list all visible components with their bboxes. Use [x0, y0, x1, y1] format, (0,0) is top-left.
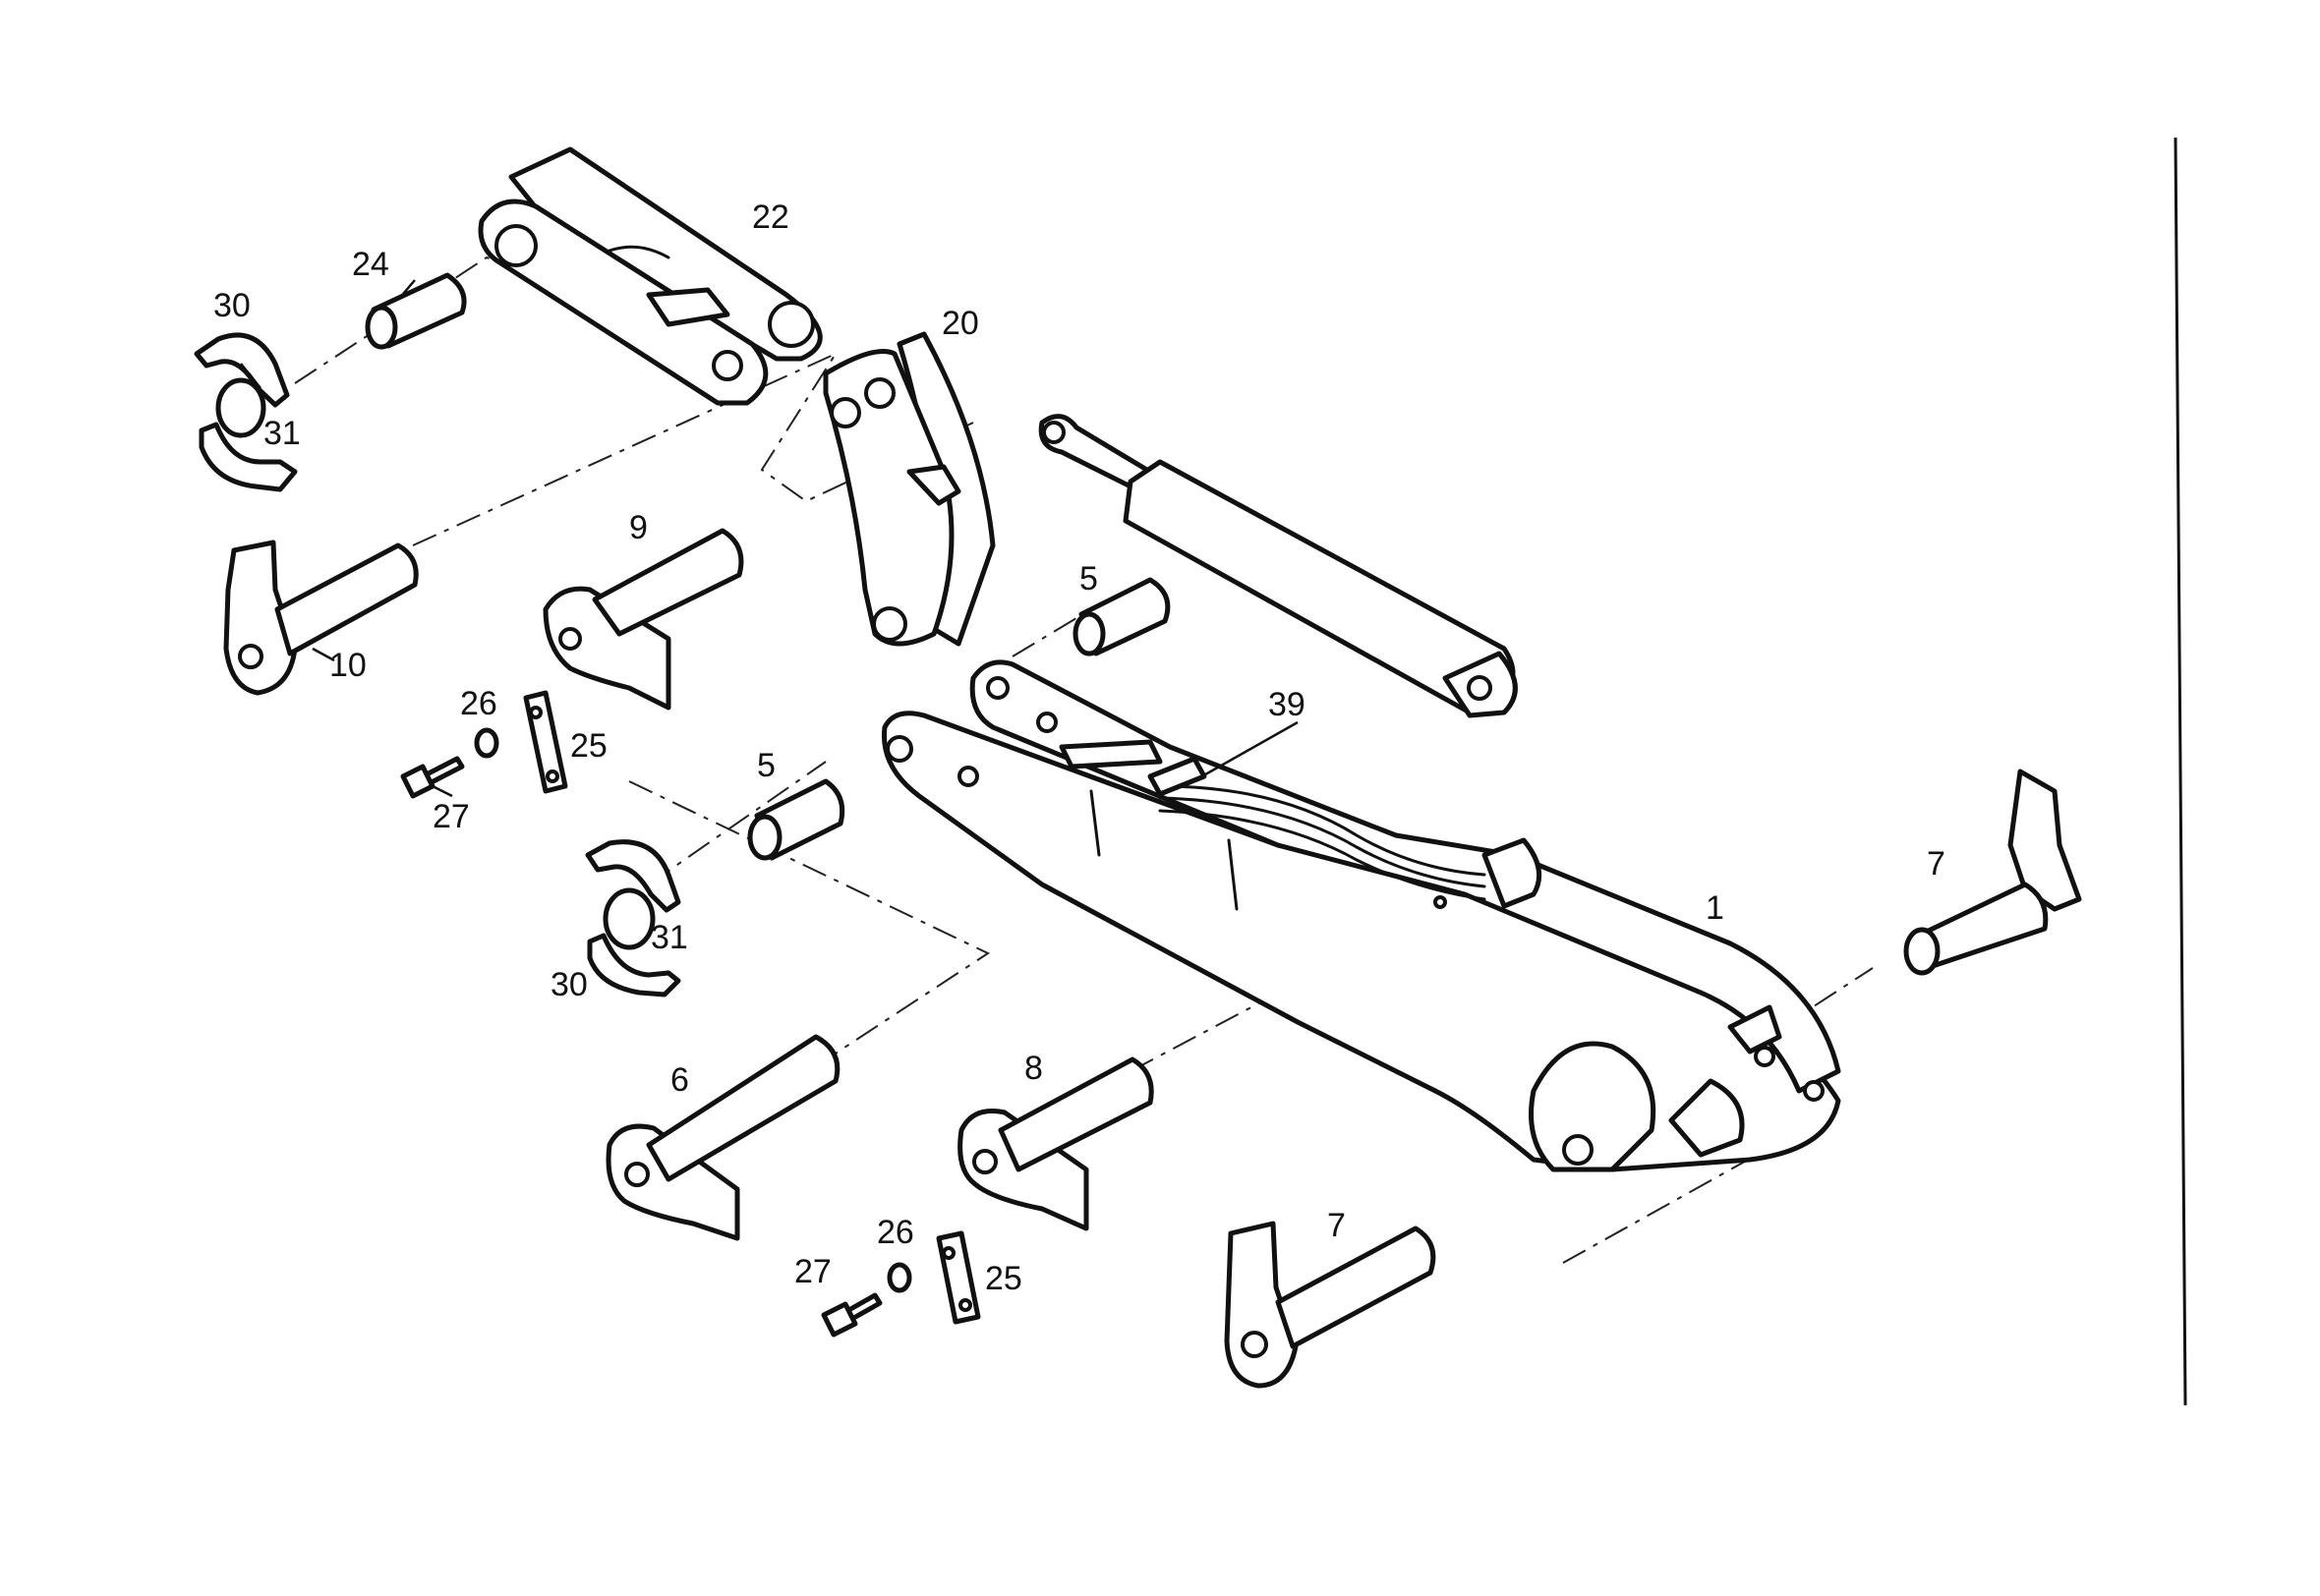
callout-6: 6: [670, 1061, 689, 1099]
part-8-pin: [957, 1056, 1154, 1231]
callout-1: 1: [1706, 889, 1724, 927]
callout-24: 24: [352, 246, 389, 283]
callout-31: 31: [263, 415, 301, 452]
callout-5-lower: 5: [757, 747, 776, 784]
callout-8: 8: [1024, 1050, 1043, 1087]
callout-39: 39: [1268, 686, 1305, 723]
part-22-link: [478, 146, 823, 406]
callout-25: 25: [570, 727, 608, 765]
callout-22: 22: [752, 199, 789, 236]
callout-25-lower: 25: [985, 1260, 1022, 1297]
part-1-boom-arm: [881, 659, 1841, 1172]
part-5-bushing-upper: [1073, 577, 1171, 656]
part-5-bushing-lower: [747, 778, 845, 861]
part-24-pin: [365, 272, 467, 350]
part-10-pin: [223, 540, 419, 696]
callout-10: 10: [329, 647, 367, 684]
callout-27: 27: [433, 798, 470, 835]
hydraulic-cylinder: [1038, 414, 1518, 718]
callout-9: 9: [629, 509, 648, 546]
callout-5: 5: [1079, 560, 1098, 598]
hardware-set-lower: [821, 1230, 981, 1338]
part-7-pin-lower: [1224, 1221, 1436, 1389]
callout-20: 20: [942, 305, 979, 342]
callout-30: 30: [213, 287, 251, 324]
callout-26-lower: 26: [877, 1214, 914, 1251]
callout-7: 7: [1927, 845, 1945, 883]
part-6-pin: [606, 1034, 841, 1241]
callout-labels: 22 24 30 31 20 9 10 5 39 26 25 27 5 31 3…: [213, 199, 1945, 1297]
callout-26: 26: [460, 685, 497, 722]
margin-rule: [2174, 137, 2187, 1406]
callout-27-lower: 27: [794, 1253, 832, 1290]
callout-31-lower: 31: [651, 919, 688, 956]
hardware-set-upper: [400, 690, 568, 799]
part-30-31-clamp-lower: [585, 839, 681, 998]
callout-30-lower: 30: [551, 966, 588, 1003]
part-9-pin: [543, 528, 744, 711]
part-30-31-clamp-upper: [194, 332, 298, 492]
part-20-side-plates: [823, 331, 996, 647]
callout-leaders: [240, 279, 1299, 798]
callout-7-lower: 7: [1327, 1207, 1346, 1244]
part-7-pin-right: [1903, 769, 2082, 976]
